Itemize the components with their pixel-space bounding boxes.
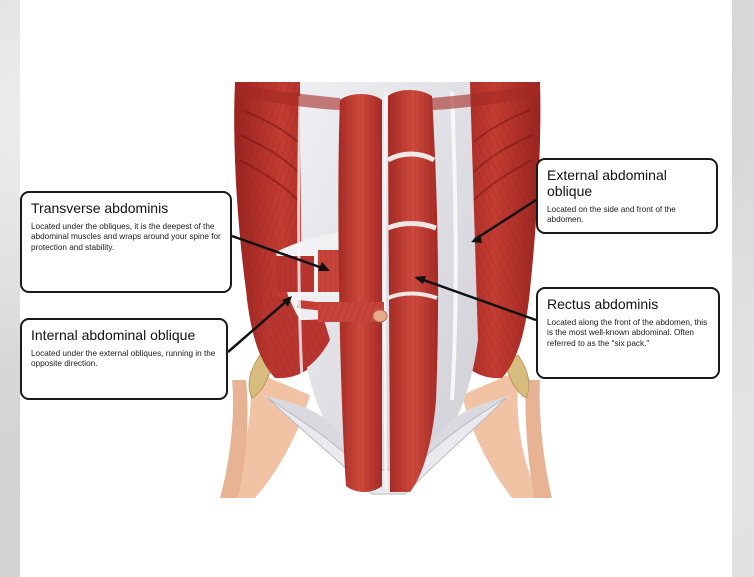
callout-external-abdominal-oblique: External abdominal oblique Located on th… [536,158,718,234]
callout-title: Transverse abdominis [31,200,221,216]
callout-description: Located along the front of the abdomen, … [547,318,709,349]
callout-rectus-abdominis: Rectus abdominis Located along the front… [536,287,720,379]
callout-title: Internal abdominal oblique [31,327,217,343]
callout-transverse-abdominis: Transverse abdominis Located under the o… [20,191,232,293]
callout-title: External abdominal oblique [547,167,707,199]
callout-internal-abdominal-oblique: Internal abdominal oblique Located under… [20,318,228,400]
callout-title: Rectus abdominis [547,296,709,312]
callout-description: Located on the side and front of the abd… [547,205,707,226]
callout-description: Located under the obliques, it is the de… [31,222,221,253]
callout-description: Located under the external obliques, run… [31,349,217,370]
